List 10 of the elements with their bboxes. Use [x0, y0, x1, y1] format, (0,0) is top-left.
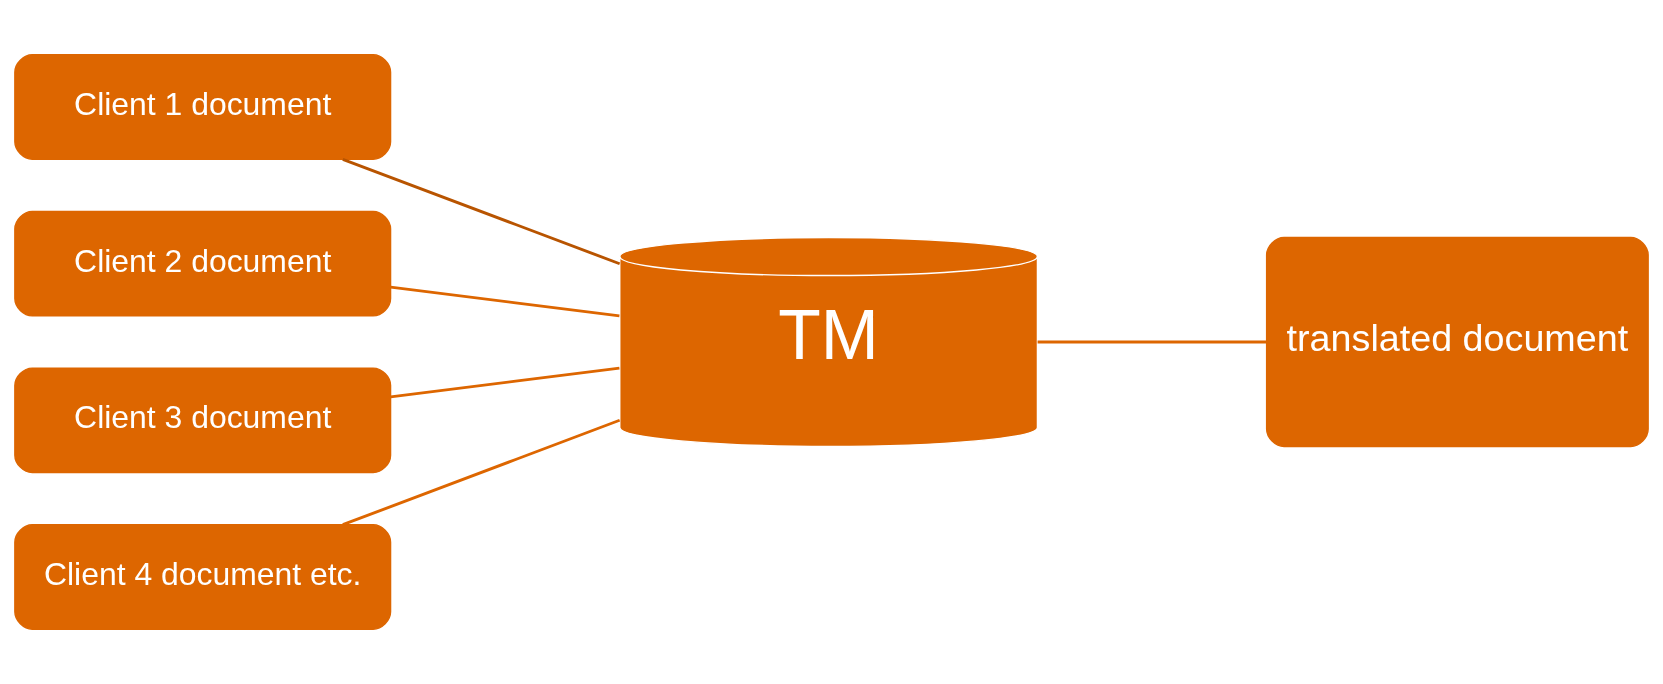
connector [390, 366, 620, 399]
node-box: Client 3 document [14, 367, 392, 474]
node-box: translated document [1265, 236, 1649, 448]
node-box: Client 2 document [14, 210, 392, 317]
node-box: Client 1 document [14, 54, 392, 160]
node-box: Client 4 document etc. [14, 524, 392, 630]
connector [390, 285, 620, 318]
connector [1037, 340, 1267, 344]
connector [342, 157, 621, 266]
connector [342, 418, 621, 527]
